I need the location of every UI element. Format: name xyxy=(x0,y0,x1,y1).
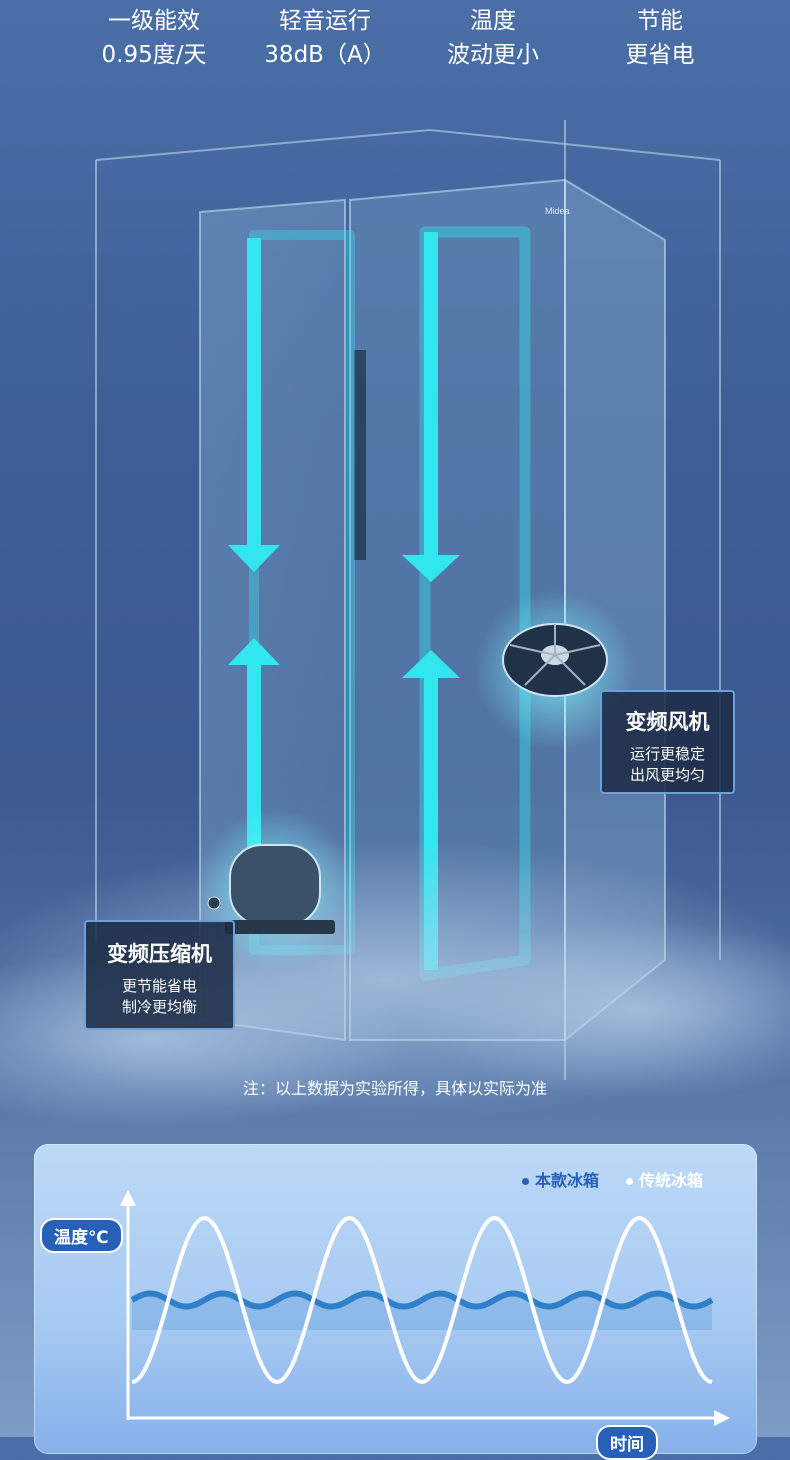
disclaimer-note: 注：以上数据为实验所得，具体以实际为准 xyxy=(242,1079,547,1098)
feature-temperature: 温度 波动更小 xyxy=(413,4,573,72)
callout-line: 运行更稳定 xyxy=(629,745,705,763)
callout-title: 变频压缩机 xyxy=(107,942,212,966)
x-axis-label: 时间 xyxy=(596,1425,658,1460)
feature-title: 一级能效 xyxy=(108,8,200,34)
callout-title: 变频风机 xyxy=(625,710,710,734)
fan-callout: 变频风机 运行更稳定 出风更均匀 xyxy=(600,690,735,794)
callout-line: 更节能省电 xyxy=(121,977,197,995)
legend-dot xyxy=(626,1178,633,1185)
callout-line: 出风更均匀 xyxy=(629,766,705,784)
feature-quiet: 轻音运行 38dB（A） xyxy=(245,4,405,72)
feature-sub: 更省电 xyxy=(625,42,695,68)
feature-title: 温度 xyxy=(470,8,516,34)
legend-label: 本款冰箱 xyxy=(535,1171,600,1190)
feature-sub: 38dB（A） xyxy=(264,42,386,68)
feature-title: 节能 xyxy=(637,8,683,34)
feature-energy: 一级能效 0.95度/天 xyxy=(74,4,234,72)
fan-icon xyxy=(475,590,635,750)
feature-sub: 0.95度/天 xyxy=(101,42,207,68)
legend-label: 传统冰箱 xyxy=(639,1171,704,1190)
legend-traditional: 传统冰箱 xyxy=(626,1167,703,1191)
x-axis-arrow-icon xyxy=(714,1410,730,1426)
brand-logo: Midea xyxy=(545,206,570,216)
series-traditional-line xyxy=(131,1215,713,1385)
arrow-up-icon xyxy=(402,650,460,678)
legend-this-model: 本款冰箱 xyxy=(522,1167,599,1191)
feature-saving: 节能 更省电 xyxy=(580,4,740,72)
feature-title: 轻音运行 xyxy=(279,8,371,34)
arrow-down-icon xyxy=(402,555,460,582)
arrow-up-icon xyxy=(228,638,280,665)
arrow-down-icon xyxy=(228,545,280,572)
callout-line: 制冷更均衡 xyxy=(121,998,197,1016)
y-axis-label: 温度℃ xyxy=(40,1218,123,1253)
compressor-icon xyxy=(195,810,355,970)
fridge-illustration: Midea xyxy=(0,120,790,1130)
y-axis-arrow-icon xyxy=(120,1190,136,1206)
feature-sub: 波动更小 xyxy=(447,42,539,68)
series-this-model-line xyxy=(130,1290,714,1310)
legend-dot xyxy=(522,1178,529,1185)
compressor-callout: 变频压缩机 更节能省电 制冷更均衡 xyxy=(84,920,235,1030)
